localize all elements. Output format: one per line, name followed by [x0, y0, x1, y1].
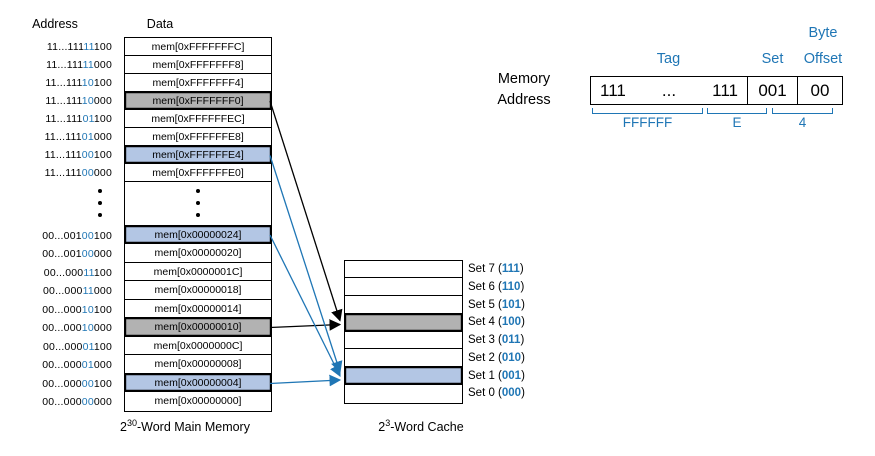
cache-set-label: Set 0 (000) [468, 387, 525, 400]
caption-base: 2 [378, 420, 386, 435]
hex-bracket-tag [592, 108, 703, 114]
cache-set-label: Set 5 (101) [468, 298, 525, 311]
memory-address: 00...00001000 [42, 359, 112, 371]
hex-bracket-e [707, 108, 767, 114]
cache-row [344, 278, 462, 296]
memory-address: 11...11110000 [45, 95, 112, 107]
address-column-top: 11...11111100 11...11111000 11...11110100 1… [0, 38, 112, 182]
memory-data-cell: mem[0xFFFFFFE8] [125, 127, 271, 146]
cache-row [344, 260, 462, 279]
caption-base: 2 [120, 420, 127, 435]
memory-address: 11...11100000 [44, 167, 112, 179]
address-column-header: Address [32, 17, 78, 31]
memory-data-cell: mem[0xFFFFFFEC] [125, 109, 271, 128]
arrow-00000010-to-set4 [269, 319, 342, 331]
address-vertical-ellipsis [92, 189, 108, 217]
memory-data-cell: mem[0x00000018] [125, 281, 271, 300]
cache-set-label: Set 6 (110) [468, 280, 525, 293]
memory-address: 00...00011000 [43, 285, 112, 297]
cache-row [344, 296, 462, 314]
memory-data-cell: mem[0x00000010] [125, 318, 271, 337]
hex-label-ffffff: FFFFFF [622, 115, 673, 130]
address-column-bottom: 00...00100100 00...00100000 00...00011100 0… [0, 227, 112, 412]
caption-exponent: 30 [126, 418, 137, 428]
cache-row [344, 349, 462, 367]
cache-set-label: Set 3 (011) [468, 334, 525, 346]
memory-address: 11...11111100 [46, 41, 112, 53]
byte-field-label: Byte [808, 25, 838, 41]
tag-bits-ellipsis: ... [661, 80, 677, 100]
cache-row [344, 331, 462, 350]
main-memory-table: mem[0xFFFFFFFC]mem[0xFFFFFFF8]mem[0xFFFF… [124, 36, 272, 412]
memory-address: 11...11100100 [44, 149, 112, 161]
memory-data-cell: mem[0xFFFFFFE0] [125, 163, 271, 182]
memory-address: 11...11101100 [45, 113, 112, 125]
memory-address-line1: Memory [497, 71, 551, 87]
memory-data-cell: mem[0x0000000C] [125, 336, 271, 355]
memory-data-cell: mem[0x00000020] [125, 244, 271, 263]
main-memory-caption: 230-Word Main Memory [85, 418, 285, 434]
set-field-label: Set [761, 51, 784, 67]
offset-field-cell: 00 [797, 77, 842, 104]
memory-data-cell: mem[0x00000014] [125, 299, 271, 318]
offset-field-label: Offset [803, 51, 843, 67]
memory-address: 00...00001100 [43, 340, 112, 353]
vertical-ellipsis-icon [98, 189, 102, 217]
data-column-header: Data [146, 17, 174, 31]
memory-address: 00...00010100 [42, 303, 112, 316]
memory-address: 00...00100000 [42, 248, 112, 260]
tag-field-label: Tag [656, 51, 681, 67]
cache-set-label: Set 7 (111) [468, 263, 524, 275]
arrow-00000004-to-set1 [269, 374, 342, 387]
arrow-ffffffe4-to-set1 [269, 155, 343, 374]
arrow-ffffff0-to-set4 [269, 100, 343, 322]
memory-address: 00...00011100 [43, 266, 112, 279]
address-field-box: 111 ... 111 001 00 [590, 76, 843, 105]
memory-data-cell: mem[0x00000024] [125, 225, 271, 244]
cache-caption: 23-Word Cache [331, 418, 511, 434]
hex-label-4: 4 [798, 115, 807, 130]
caption-text: -Word Cache [390, 420, 464, 435]
main-memory-bottom-group: mem[0x00000024]mem[0x00000020]mem[0x0000… [125, 225, 271, 411]
memory-address-label: Memory Address [474, 69, 574, 111]
cache-set-label: Set 4 (100) [468, 316, 525, 329]
main-memory-top-group: mem[0xFFFFFFFC]mem[0xFFFFFFF8]mem[0xFFFF… [125, 37, 271, 182]
set-field-cell: 001 [747, 77, 797, 104]
cache-table [343, 259, 463, 404]
memory-data-cell: mem[0xFFFFFFE4] [125, 145, 271, 164]
memory-address: 11...11111000 [46, 59, 112, 71]
memory-data-cell: mem[0x00000008] [125, 355, 271, 374]
arrow-00000024-to-set1 [269, 234, 341, 378]
memory-data-cell: mem[0xFFFFFFF8] [125, 55, 271, 74]
memory-data-cell: mem[0xFFFFFFFC] [125, 37, 271, 56]
memory-address: 11...11101000 [44, 131, 112, 143]
cache-set-label: Set 1 (001) [468, 369, 525, 382]
memory-data-cell: mem[0x00000004] [125, 373, 271, 392]
caption-exponent: 3 [385, 418, 391, 428]
tag-field-cell: 111 ... 111 [591, 77, 747, 104]
cache-set-label: Set 2 (010) [468, 351, 525, 364]
cache-row [344, 367, 462, 385]
cache-row [344, 313, 462, 332]
hex-bracket-4 [772, 108, 833, 114]
tag-bits-left: 111 [600, 80, 626, 100]
memory-address: 00...00100100 [42, 229, 112, 242]
memory-data-cell: mem[0xFFFFFFF0] [125, 91, 271, 110]
cache-row [344, 384, 462, 403]
tag-bits-right: 111 [712, 80, 738, 100]
memory-address: 00...00010000 [42, 322, 112, 334]
main-memory-ellipsis-zone [125, 182, 271, 226]
memory-address: 00...00000100 [42, 377, 112, 390]
cache-set-labels: Set 7 (111) Set 6 (110) Set 5 (101) Set 4 (… [468, 261, 525, 403]
memory-data-cell: mem[0x0000001C] [125, 262, 271, 281]
hex-label-e: E [732, 115, 742, 130]
caption-text: -Word Main Memory [136, 420, 250, 435]
memory-address: 00...00000000 [42, 396, 112, 408]
memory-address: 11...11110100 [45, 77, 112, 89]
memory-address-line2: Address [497, 92, 551, 108]
memory-data-cell: mem[0x00000000] [125, 392, 271, 411]
memory-data-cell: mem[0xFFFFFFF4] [125, 73, 271, 92]
vertical-ellipsis-icon [196, 189, 200, 217]
